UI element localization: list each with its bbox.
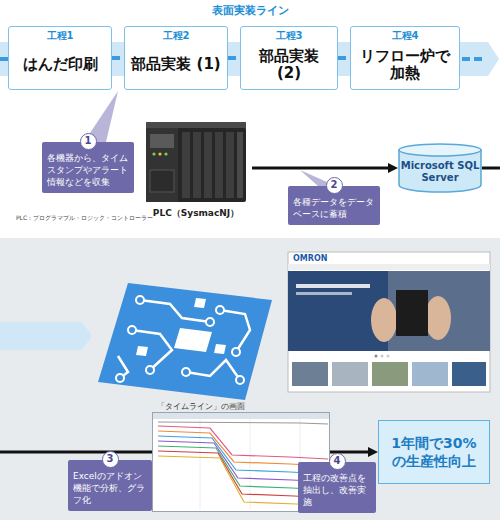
pcb-board xyxy=(98,283,272,400)
pcb-via xyxy=(216,306,224,314)
plc-module xyxy=(204,132,212,198)
callout-text: 各機器から、タイムスタンプやアラート情報などを収集 xyxy=(47,152,129,188)
chart-grid xyxy=(250,419,251,510)
plc-unit: PLC（SysmacNJ） xyxy=(140,118,252,220)
screenshot-frame xyxy=(288,252,490,392)
band-dash xyxy=(462,57,482,61)
callout-box: 4工程の改善点を抽出し、改善実施 xyxy=(298,462,376,513)
website-screenshot xyxy=(288,252,490,392)
process-name: 部品実装 (1) xyxy=(127,43,224,89)
pcb-via xyxy=(182,368,190,376)
result-box: 1年間で30%の生産性向上 xyxy=(378,420,490,484)
screenshot-photo xyxy=(388,271,490,351)
slider-dot xyxy=(381,355,384,358)
pcb-via xyxy=(128,326,136,334)
thumbnail xyxy=(372,362,408,386)
bottom-panel xyxy=(0,238,500,520)
plc-body xyxy=(146,128,246,202)
cylinder-top xyxy=(399,144,481,156)
slider-dot xyxy=(387,355,390,358)
process-box: 工程4リフロー炉で加熱 xyxy=(350,26,460,90)
plc-panel xyxy=(150,134,174,148)
screenshot-banner xyxy=(288,271,490,351)
pcb-pad xyxy=(194,298,206,308)
step-number: 工程2 xyxy=(163,29,190,43)
thumbnail xyxy=(332,362,368,386)
dashed-flow-connector xyxy=(228,56,240,60)
pcb-chip xyxy=(174,328,212,352)
callout-number: 2 xyxy=(326,177,343,194)
dashed-flow-connector xyxy=(338,56,350,60)
thumbnail xyxy=(292,362,328,386)
band-dash xyxy=(0,57,8,61)
chart-line xyxy=(158,431,328,466)
chart-line xyxy=(158,422,328,424)
slider-dot xyxy=(375,355,378,358)
callout-number: 1 xyxy=(80,133,97,150)
pcb-via xyxy=(136,296,144,304)
plc-led xyxy=(152,152,155,155)
chart-header xyxy=(153,413,329,419)
photo-hand xyxy=(425,296,451,340)
pcb-trace xyxy=(132,330,172,370)
process-name: リフロー炉で加熱 xyxy=(351,43,459,89)
pcb-via xyxy=(236,376,244,384)
callout-box: 3Excelのアドオン機能で分析、グラフ化 xyxy=(68,460,152,511)
process-box: 工程2部品実装 (1) xyxy=(124,26,228,90)
logo-text: OMRON xyxy=(293,254,327,263)
plc-module xyxy=(215,132,223,198)
plc-cpu xyxy=(146,128,178,202)
process-box: 工程3部品実装 (2) xyxy=(240,26,338,90)
footnote: PLC：プログラマブル・ロジック・コントローラー xyxy=(16,214,153,223)
pcb-via xyxy=(232,348,240,356)
database-cylinder: Microsoft SQL Server xyxy=(398,143,482,193)
flow-band-arrow xyxy=(0,322,92,350)
plc-port xyxy=(150,170,174,192)
process-box: 工程1はんだ印刷 xyxy=(8,26,112,90)
result-text: 1年間で30%の生産性向上 xyxy=(385,434,483,470)
pcb-illustration xyxy=(98,283,272,400)
callout-text: Excelのアドオン機能で分析、グラフ化 xyxy=(73,470,147,506)
diagram-title: 表面実装ライン xyxy=(0,3,500,18)
plc-device xyxy=(146,122,246,202)
plc-module xyxy=(226,132,234,198)
process-name: 部品実装 (2) xyxy=(241,43,337,89)
database-label: Microsoft SQL Server xyxy=(398,143,482,193)
callout-number: 3 xyxy=(102,451,119,468)
plc-module xyxy=(193,132,201,198)
process-name: はんだ印刷 xyxy=(19,43,102,89)
pcb-trace xyxy=(186,360,240,380)
photo-device xyxy=(396,290,428,336)
callout-text: 工程の改善点を抽出し、改善実施 xyxy=(303,472,371,508)
device-label: PLC（SysmacNJ） xyxy=(140,207,252,220)
dashed-flow-connector xyxy=(112,56,124,60)
step-number: 工程1 xyxy=(47,29,74,43)
plc-led xyxy=(158,152,161,155)
screenshot-nav xyxy=(288,264,490,270)
pcb-pad xyxy=(136,346,148,356)
step-number: 工程4 xyxy=(392,29,419,43)
pcb-via xyxy=(146,366,154,374)
top-panel xyxy=(0,0,500,232)
thumbnail xyxy=(412,362,448,386)
callout-box: 1各機器から、タイムスタンプやアラート情報などを収集 xyxy=(42,142,134,193)
callout-number: 4 xyxy=(329,453,346,470)
callout-box: 2各種データをデータベースに蓄積 xyxy=(288,186,380,225)
step-number: 工程3 xyxy=(276,29,303,43)
banner-line xyxy=(296,292,352,295)
plc-module xyxy=(237,132,243,198)
banner-line xyxy=(296,284,370,288)
pcb-pad xyxy=(214,344,226,354)
arrow-connector xyxy=(252,167,390,170)
plc-module xyxy=(182,132,190,198)
thumbnail xyxy=(452,362,486,386)
callout-text: 各種データをデータベースに蓄積 xyxy=(293,196,375,220)
pcb-via xyxy=(116,374,124,382)
photo-hand xyxy=(371,298,397,342)
flow-line xyxy=(482,167,500,170)
plc-led xyxy=(164,152,167,155)
pcb-via xyxy=(206,318,214,326)
screen-heading: 「タイムライン」の画面 xyxy=(157,401,245,412)
